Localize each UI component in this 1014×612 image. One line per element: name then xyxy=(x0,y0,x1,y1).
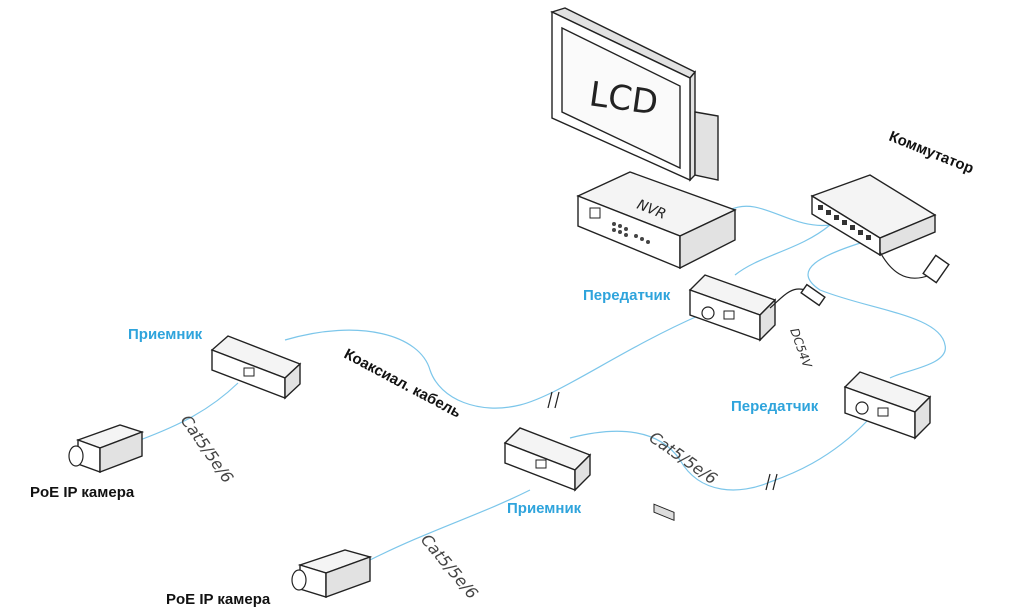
receiver-2-label: Приемник xyxy=(507,500,582,517)
cables xyxy=(139,205,946,561)
camera-lens xyxy=(68,445,84,467)
transmitter-2 xyxy=(843,371,932,440)
camera-2-label: PoE IP камера xyxy=(166,591,271,608)
transmitter-1-label: Передатчик xyxy=(583,287,671,304)
cat-cable-label-3: Cat5/5e/6 xyxy=(417,530,482,602)
switch-power-cord xyxy=(879,251,931,279)
power-cord xyxy=(769,288,806,309)
receiver-1-label: Приемник xyxy=(128,326,203,343)
camera-lens xyxy=(291,569,307,591)
cat-cable-label-2: Cat5/5e/6 xyxy=(646,428,721,489)
cat-cable-camera-2 xyxy=(369,489,531,561)
cable-switch-transmitter-1 xyxy=(734,224,831,276)
bnc-connector xyxy=(701,306,715,320)
nvr-buttons xyxy=(612,222,650,244)
coax-cable-1 xyxy=(284,314,701,409)
rj45-port xyxy=(877,407,889,417)
transmitter-2-label: Передатчик xyxy=(731,398,819,415)
nvr-recorder: NVR xyxy=(576,171,737,522)
ip-camera-2 xyxy=(291,549,373,598)
rj45-port xyxy=(723,310,735,320)
camera-1-label: PoE IP камера xyxy=(30,484,135,501)
break-mark-1 xyxy=(547,391,560,409)
bnc-connector xyxy=(855,401,869,415)
receiver-2 xyxy=(503,427,592,492)
cable-nvr-switch xyxy=(729,205,831,227)
rj45-port xyxy=(243,367,255,377)
receiver-1 xyxy=(210,335,302,400)
cable-switch-transmitter-2 xyxy=(807,239,946,379)
switch-ports xyxy=(818,205,871,240)
coax-cable-label: Коаксиал. кабель xyxy=(341,346,464,422)
lcd-label: LCD xyxy=(587,74,661,123)
ip-camera-1 xyxy=(68,424,145,474)
rj45-port xyxy=(535,459,547,469)
cat-cable-camera-1 xyxy=(139,382,239,441)
network-switch: Коммутатор xyxy=(810,128,977,284)
transmitter-1-power-label: DC54V xyxy=(787,326,814,370)
power-plug xyxy=(800,283,826,307)
coax-cable-2 xyxy=(569,419,869,491)
break-mark-2 xyxy=(765,473,778,491)
switch-power-adapter xyxy=(922,254,950,284)
transmitter-1: DC54V xyxy=(688,274,826,370)
cat-cable-label-1: Cat5/5e/6 xyxy=(177,411,238,486)
lcd-monitor: LCD xyxy=(550,7,719,182)
switch-label: Коммутатор xyxy=(887,128,977,177)
